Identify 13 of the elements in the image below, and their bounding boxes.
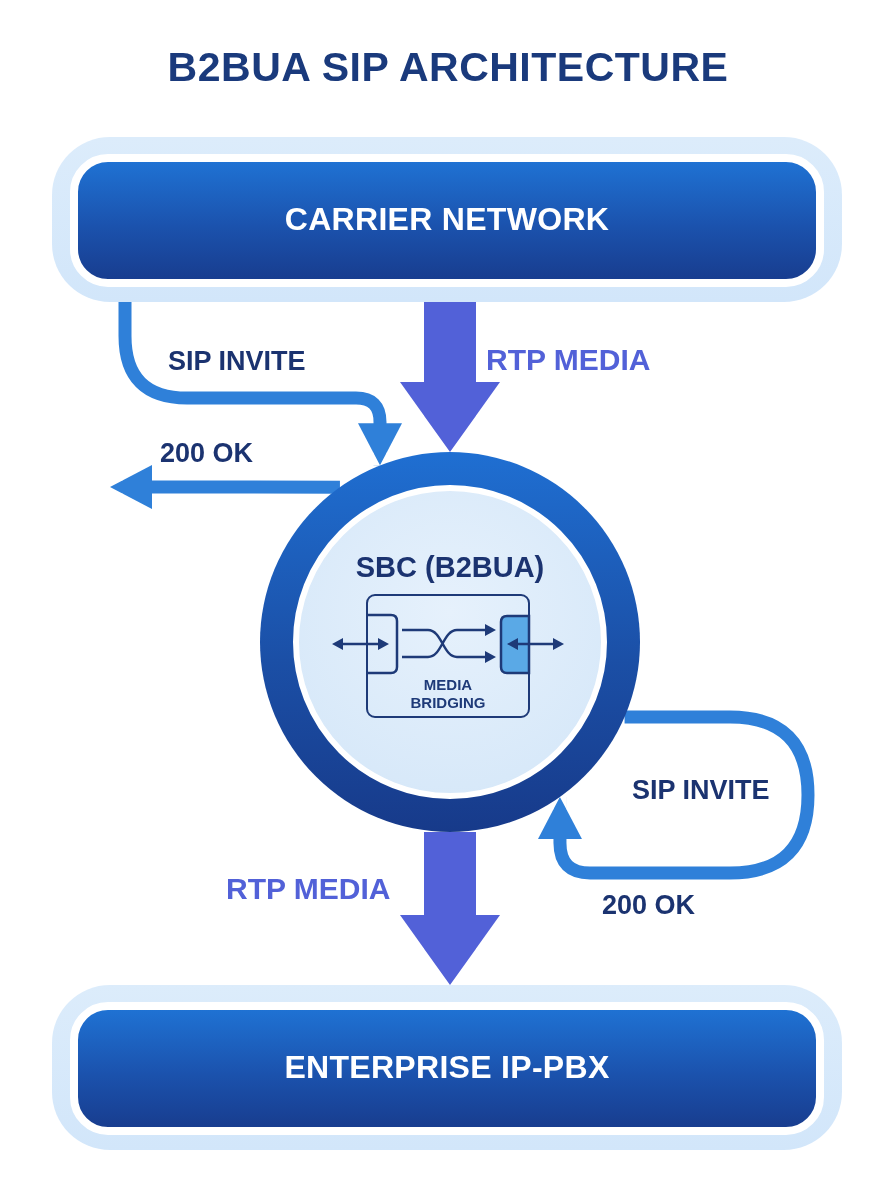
diagram-title: B2BUA SIP ARCHITECTURE: [167, 44, 729, 92]
network-box: [52, 137, 842, 302]
signal-arrow: [537, 710, 815, 880]
media-arrow: [400, 302, 500, 452]
signal-arrow: [118, 302, 402, 466]
network-box: [52, 985, 842, 1150]
media-arrow: [400, 832, 500, 985]
node-label: CARRIER NETWORK: [284, 201, 610, 238]
node-label: ENTERPRISE IP-PBX: [284, 1049, 610, 1086]
node-title: SBC (B2BUA): [355, 551, 545, 585]
text-label: 200 OK: [602, 890, 696, 922]
signal-arrow: [110, 465, 340, 509]
node-caption: MEDIA BRIDGING: [409, 676, 487, 712]
